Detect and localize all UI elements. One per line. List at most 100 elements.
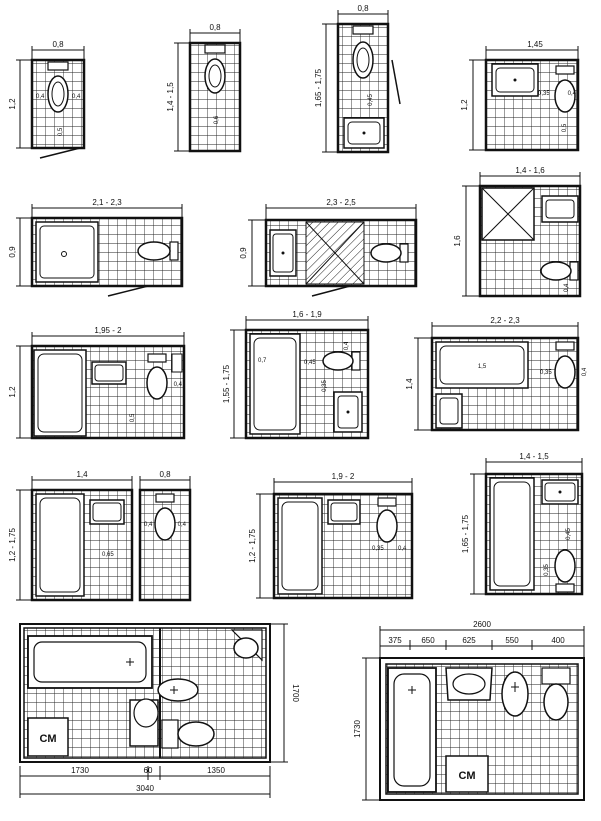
plan-1-label-1: 0,4: [36, 94, 45, 100]
plan-1-floor: [30, 58, 86, 150]
plan-8-toilet: [146, 353, 168, 400]
plan-11-height: 1,2 - 1,75: [8, 528, 17, 562]
plan-7-width: 1,4 - 1,6: [515, 166, 545, 175]
plan-15-bathtub: [387, 667, 437, 793]
plan-9-toilet: [322, 351, 361, 371]
plan-14-dim-2: 60: [144, 766, 153, 775]
plan-2: 0,8 1,4 - 1,5 0,6: [166, 23, 242, 153]
plan-14-dim-1: 1730: [71, 766, 89, 775]
plan-4-height: 1,2: [460, 99, 469, 111]
plan-1-door: [39, 147, 81, 159]
plan-11-width: 1,4: [76, 470, 88, 479]
plan-13-label-1: 0,45: [566, 528, 572, 540]
plan-11-label-1: 0,4: [144, 522, 153, 528]
plan-11-sink: [89, 499, 125, 525]
plan-14-total: 3040: [136, 784, 154, 793]
plan-13-sink: [541, 479, 579, 505]
plan-8-label-2: 0,5: [130, 413, 136, 422]
plan-8: 1,95 - 2 1,2 0,4 0,5: [8, 326, 186, 440]
plan-14-bathtub: [27, 635, 153, 689]
plan-12-toilet: [376, 497, 398, 543]
plan-10: 2,2 - 2,3 1,4 1,5 0,35 0,4: [405, 316, 588, 432]
plan-15-bidet: [501, 671, 529, 717]
plan-1-height: 1,2: [8, 98, 17, 110]
plan-15: СМ 2600 375 650 625 550 400 1730: [353, 620, 585, 801]
plan-6-height: 0,9: [239, 247, 248, 259]
plan-5: 2,1 - 2,3 0,9: [8, 198, 184, 297]
plan-15-total: 2600: [473, 620, 491, 629]
plan-8-sink: [91, 361, 127, 385]
plan-4-sink: [491, 63, 539, 97]
plan-5-door: [107, 285, 149, 297]
plan-8-cabinet: [171, 353, 183, 373]
plan-15-dim-5: 400: [551, 636, 565, 645]
plan-6-sink: [269, 229, 297, 277]
plan-9-label-4: 0,35: [322, 380, 328, 392]
plan-4-label-2: 0,4: [568, 91, 577, 97]
plan-5-toilet: [137, 241, 179, 261]
plan-10-bathtub: [435, 341, 529, 389]
plan-14-height: 1700: [291, 684, 300, 702]
plan-1-label-2: 0,4: [72, 94, 81, 100]
plan-14-corner-sink: [230, 629, 263, 662]
plan-1-toilet: [47, 61, 69, 113]
plan-12-width: 1,9 - 2: [332, 472, 355, 481]
plan-10-label-2: 0,35: [540, 370, 552, 376]
plan-15-dim-1: 375: [388, 636, 402, 645]
plan-15-appliance-label: СМ: [459, 770, 476, 782]
plan-15-height: 1730: [353, 720, 362, 738]
plan-9-label-2: 0,45: [304, 360, 316, 366]
plan-12-height: 1,2 - 1,75: [248, 529, 257, 563]
plan-8-label-1: 0,4: [174, 382, 183, 388]
plan-11-toilet: [154, 493, 176, 541]
plan-8-bathtub: [33, 349, 87, 437]
plan-14-washing-machine: СМ: [27, 717, 69, 757]
plan-4: 1,45 1,2 0,35 0,4 0,5: [460, 40, 580, 152]
plan-9-label-1: 0,7: [258, 358, 267, 364]
plan-2-toilet: [204, 44, 226, 94]
plan-5-width: 2,1 - 2,3: [92, 198, 122, 207]
plan-15-dim-2: 650: [421, 636, 435, 645]
plan-9-bathtub: [249, 333, 301, 435]
plan-11-width-2: 0,8: [159, 470, 171, 479]
plan-13-bathtub: [489, 477, 535, 591]
plan-3-label-1: 0,45: [368, 94, 374, 106]
plan-13-width: 1,4 - 1,5: [519, 452, 549, 461]
plan-10-toilet: [554, 341, 576, 389]
plan-15-toilet: [541, 667, 571, 721]
plan-12-label-2: 0,4: [398, 546, 407, 552]
plan-9: 1,6 - 1,9 1,55 - 1,75 0,7 0,45 0,4 0,35: [222, 310, 370, 440]
plan-12: 1,9 - 2 1,2 - 1,75 0,35 0,4: [248, 472, 414, 600]
plan-11-label-3: 0,65: [102, 552, 114, 558]
plan-4-width: 1,45: [527, 40, 543, 49]
plan-12-label-1: 0,35: [372, 546, 384, 552]
plan-11-floor-2: [138, 488, 192, 602]
plan-2-label-1: 0,6: [214, 115, 220, 124]
plan-13-height: 1,65 - 1,75: [461, 514, 470, 553]
plan-8-width: 1,95 - 2: [94, 326, 122, 335]
plan-11-bathtub: [35, 493, 85, 597]
plan-15-sink: [445, 667, 493, 701]
plan-10-height: 1,4: [405, 378, 414, 390]
plan-6: 2,3 - 2,5 0,9: [239, 198, 418, 297]
plan-3-toilet: [352, 25, 374, 79]
plan-7-label-1: 0,4: [564, 283, 570, 292]
plan-3-door: [391, 59, 401, 105]
plan-4-toilet: [554, 65, 576, 113]
plan-10-label-1: 1,5: [478, 364, 487, 370]
plan-3-height: 1,65 - 1,75: [314, 68, 323, 107]
plan-4-label-3: 0,5: [562, 123, 568, 132]
plan-7-height: 1,6: [453, 235, 462, 247]
plan-5-shower: [35, 221, 99, 283]
plan-1: 0,8 1,2 0,4 0,4 0,5: [8, 40, 86, 159]
plan-15-dim-4: 550: [505, 636, 519, 645]
plan-8-height: 1,2: [8, 386, 17, 398]
plan-15-dim-3: 625: [462, 636, 476, 645]
plan-9-sink: [333, 391, 363, 433]
plan-7: 1,4 - 1,6 1,6 0,4: [453, 166, 582, 298]
plan-10-width: 2,2 - 2,3: [490, 316, 520, 325]
plan-3: 0,8 1,65 - 1,75 0,45: [314, 4, 401, 154]
plan-1-label-3: 0,5: [58, 127, 64, 136]
plan-12-sink: [327, 499, 361, 525]
